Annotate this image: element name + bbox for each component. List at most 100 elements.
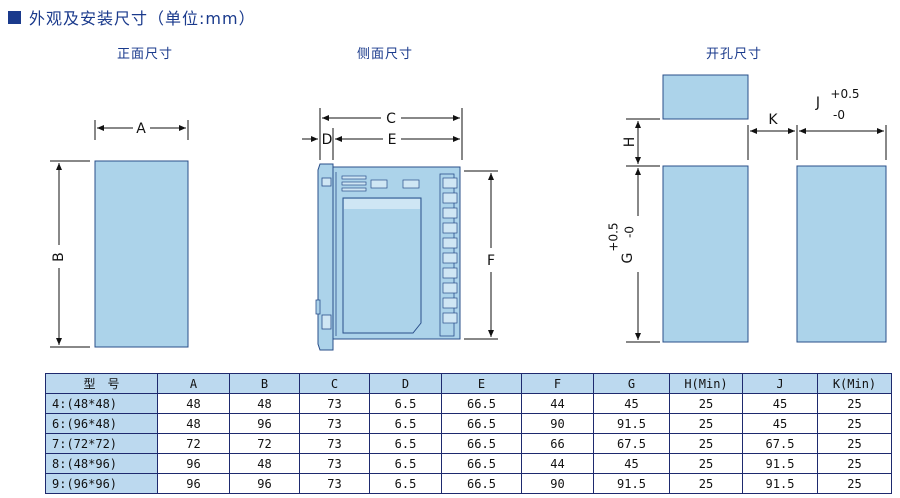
table-cell: 25 [817, 453, 892, 474]
front-panel [94, 160, 189, 348]
table-row: 9:(96*96) 96 96 73 6.5 66.5 90 91.5 25 9… [45, 473, 892, 494]
table-cell: 73 [299, 393, 370, 414]
table-cell: 91.5 [742, 473, 818, 494]
table-row: 6:(96*48) 48 96 73 6.5 66.5 90 91.5 25 4… [45, 413, 892, 434]
table-cell: 96 [229, 473, 300, 494]
table-cell: 6.5 [369, 473, 442, 494]
table-cell: 66.5 [441, 453, 522, 474]
table-cell: 67.5 [742, 433, 818, 454]
front-view-label: 正面尺寸 [117, 47, 174, 62]
table-cell: 73 [299, 473, 370, 494]
cutout-view: H G +0.5 -0 K J +0.5 -0 [607, 74, 887, 343]
table-cell: 91.5 [742, 453, 818, 474]
dim-j-label: J [815, 95, 820, 111]
table-cell: 6.5 [369, 433, 442, 454]
table-cell: 48 [157, 413, 230, 434]
table-cell: 6:(96*48) [45, 413, 158, 434]
section-title-text: 外观及安装尺寸（单位:mm） [29, 9, 256, 28]
table-cell: 73 [299, 453, 370, 474]
side-terminals [439, 173, 458, 337]
cutout-view-label: 开孔尺寸 [706, 47, 763, 62]
header-b: B [229, 373, 300, 394]
header-e: E [441, 373, 522, 394]
dim-h-label: H [622, 137, 638, 148]
table-cell: 45 [742, 413, 818, 434]
table-cell: 7:(72*72) [45, 433, 158, 454]
table-cell: 96 [157, 473, 230, 494]
table-cell: 25 [817, 473, 892, 494]
section-title: 外观及安装尺寸（单位:mm） [8, 6, 256, 28]
table-cell: 73 [299, 433, 370, 454]
dim-a-label: A [136, 121, 146, 137]
table-cell: 9:(96*96) [45, 473, 158, 494]
table-cell: 45 [593, 393, 670, 414]
dim-b-label: B [51, 252, 67, 262]
table-row: 8:(48*96) 96 48 73 6.5 66.5 44 45 25 91.… [45, 453, 892, 474]
table-cell: 48 [229, 393, 300, 414]
table-cell: 44 [521, 393, 594, 414]
table-cell: 44 [521, 453, 594, 474]
table-row: 4:(48*48) 48 48 73 6.5 66.5 44 45 25 45 … [45, 393, 892, 414]
table-cell: 66.5 [441, 413, 522, 434]
table-cell: 25 [669, 433, 743, 454]
table-cell: 96 [229, 413, 300, 434]
table-cell: 48 [157, 393, 230, 414]
header-a: A [157, 373, 230, 394]
table-cell: 66.5 [441, 473, 522, 494]
cutout-top-block [662, 74, 749, 120]
dimension-table: 型 号 A B C D E F G H(Min) J K(Min) 4:(48*… [45, 373, 892, 494]
header-f: F [521, 373, 594, 394]
table-cell: 72 [229, 433, 300, 454]
table-cell: 4:(48*48) [45, 393, 158, 414]
header-h: H(Min) [669, 373, 743, 394]
table-header-row: 型 号 A B C D E F G H(Min) J K(Min) [45, 373, 892, 394]
header-c: C [299, 373, 370, 394]
table-cell: 91.5 [593, 473, 670, 494]
dim-f-label: F [487, 253, 495, 269]
table-cell: 25 [817, 433, 892, 454]
table-cell: 90 [521, 473, 594, 494]
header-k: K(Min) [817, 373, 892, 394]
table-cell: 73 [299, 413, 370, 434]
side-view: C D E F [302, 108, 498, 351]
dimension-drawing: A B [50, 74, 887, 351]
table-cell: 6.5 [369, 413, 442, 434]
dim-g-tol-minus: -0 [623, 226, 637, 238]
table-cell: 8:(48*96) [45, 453, 158, 474]
table-cell: 45 [593, 453, 670, 474]
header-j: J [742, 373, 818, 394]
header-d: D [369, 373, 442, 394]
table-cell: 6.5 [369, 393, 442, 414]
table-cell: 72 [157, 433, 230, 454]
table-cell: 90 [521, 413, 594, 434]
table-cell: 25 [669, 473, 743, 494]
side-view-label: 侧面尺寸 [357, 47, 414, 62]
front-view: A B [50, 120, 189, 348]
header-model: 型 号 [45, 373, 158, 394]
dim-j-tol-plus: +0.5 [830, 87, 859, 101]
cutout-right-block [796, 165, 887, 343]
table-cell: 25 [669, 393, 743, 414]
dim-e-label: E [388, 132, 397, 148]
table-cell: 48 [229, 453, 300, 474]
table-cell: 25 [669, 453, 743, 474]
table-cell: 45 [742, 393, 818, 414]
table-cell: 25 [817, 393, 892, 414]
table-cell: 91.5 [593, 413, 670, 434]
table-cell: 6.5 [369, 453, 442, 474]
table-cell: 66 [521, 433, 594, 454]
dim-c-label: C [386, 111, 396, 127]
table-row: 7:(72*72) 72 72 73 6.5 66.5 66 67.5 25 6… [45, 433, 892, 454]
table-cell: 25 [669, 413, 743, 434]
table-cell: 25 [817, 413, 892, 434]
dim-d-label: D [322, 132, 333, 148]
side-bezel [317, 163, 334, 351]
dim-g-tol-plus: +0.5 [607, 222, 621, 251]
table-cell: 96 [157, 453, 230, 474]
title-square-icon [8, 10, 21, 24]
table-cell: 66.5 [441, 433, 522, 454]
table-cell: 66.5 [441, 393, 522, 414]
dim-g-label: G [620, 253, 636, 264]
cutout-left-block [662, 165, 749, 343]
dim-k-label: K [768, 112, 778, 128]
